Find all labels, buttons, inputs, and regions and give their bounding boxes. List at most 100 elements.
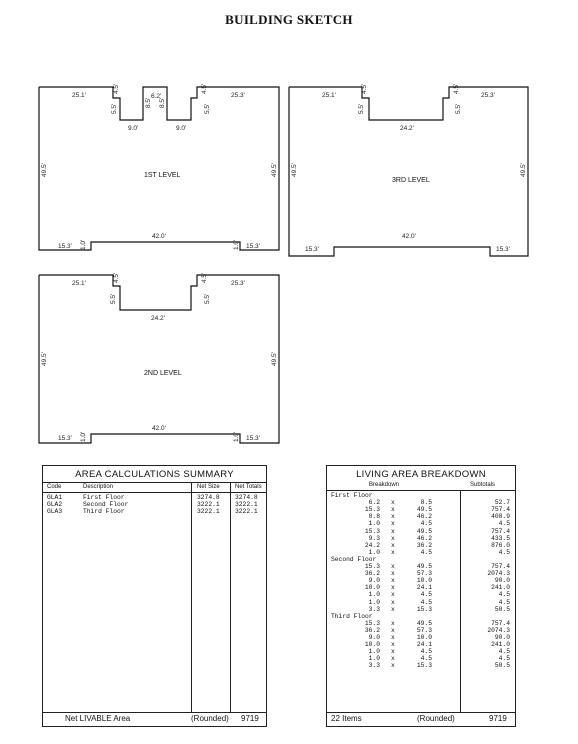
col-breakdown: Breakdown <box>369 482 400 488</box>
third-dim-step-right: 5.5' <box>455 104 462 114</box>
first-dim-bottom: 42.0' <box>152 233 166 240</box>
multiply-sign: x <box>391 506 395 514</box>
first-dim-step-width-right: 9.0' <box>176 125 186 132</box>
breakdown-dim-a: 15.3 <box>364 506 380 514</box>
breakdown-dim-a: 9.0 <box>368 634 380 641</box>
second-dim-top-left: 25.1' <box>72 280 86 287</box>
breakdown-subtotal: 408.9 <box>491 513 510 521</box>
multiply-sign: x <box>391 662 395 670</box>
second-dim-bottom-right: 15.3' <box>246 435 260 442</box>
first-dim-step-left: 5.5' <box>111 104 118 114</box>
breakdown-dim-a: 1.0 <box>368 598 380 606</box>
breakdown-dim-b: 36.2 <box>416 541 432 549</box>
area-row-net-total: 3222.1 <box>235 501 258 508</box>
multiply-sign: x <box>391 577 395 585</box>
first-dim-top-right: 25.3' <box>231 92 245 99</box>
third-dim-bottom-left: 15.3' <box>305 246 319 253</box>
third-dim-step-left: 5.5' <box>358 104 365 114</box>
second-dim-left: 49.5' <box>41 352 48 366</box>
breakdown-subtotal: 241.0 <box>491 641 510 649</box>
second-dim-step-right: 5.5' <box>204 294 211 304</box>
first-dim-bottom-left: 15.3' <box>58 243 72 250</box>
breakdown-subtotal: 757.4 <box>491 619 510 627</box>
second-dim-bottom-notch-right: 1.0' <box>233 432 240 442</box>
breakdown-dim-b: 4.5 <box>420 548 432 556</box>
breakdown-subtotal: 4.5 <box>498 648 510 656</box>
first-dim-top-left: 25.1' <box>72 92 86 99</box>
multiply-sign: x <box>391 648 395 656</box>
third-dim-center: 24.2' <box>400 125 414 132</box>
breakdown-subtotal: 90.0 <box>494 634 510 641</box>
breakdown-dim-b: 46.2 <box>416 513 432 521</box>
multiply-sign: x <box>391 534 395 542</box>
col-description: Description <box>83 484 114 490</box>
area-row-net-total: 3222.1 <box>235 508 258 515</box>
section-header: Second Floor <box>331 555 377 563</box>
multiply-sign: x <box>391 655 395 663</box>
first-dim-step-width-left: 9.0' <box>128 125 138 132</box>
first-dim-step-right: 5.5' <box>204 104 211 114</box>
second-dim-notch-left: 4.5' <box>113 273 120 283</box>
area-row-net-size: 3222.1 <box>197 508 220 515</box>
breakdown-dim-b: 4.5 <box>420 655 432 663</box>
breakdown-dim-b: 10.0 <box>416 577 432 585</box>
breakdown-dim-b: 57.3 <box>416 626 432 634</box>
breakdown-subtotal: 50.5 <box>494 605 510 613</box>
breakdown-dim-a: 36.2 <box>364 626 380 634</box>
breakdown-dim-a: 9.0 <box>368 577 380 585</box>
breakdown-dim-b: 49.5 <box>416 619 432 627</box>
area-rounded-label: (Rounded) <box>191 714 229 723</box>
breakdown-dim-b: 15.3 <box>416 605 432 613</box>
col-net-size: Net Size <box>197 484 220 490</box>
first-level-label: 1ST LEVEL <box>144 172 181 179</box>
third-dim-bottom-right: 15.3' <box>496 246 510 253</box>
breakdown-dim-a: 15.3 <box>364 563 380 570</box>
third-dim-top-right: 25.3' <box>481 92 495 99</box>
area-row-description: First Floor <box>83 494 125 501</box>
breakdown-dim-a: 8.8 <box>368 513 380 521</box>
multiply-sign: x <box>391 513 395 521</box>
breakdown-subtotal: 241.0 <box>491 584 510 592</box>
first-dim-center-top: 6.2' <box>151 93 161 100</box>
net-livable-value: 9719 <box>241 714 259 723</box>
breakdown-dim-a: 24.2 <box>364 541 380 549</box>
second-dim-right: 49.5' <box>271 352 278 366</box>
breakdown-dim-b: 10.0 <box>416 634 432 641</box>
second-dim-center: 24.2' <box>151 315 165 322</box>
col-code: Code <box>47 484 62 490</box>
third-dim-top-left: 25.1' <box>322 92 336 99</box>
breakdown-dim-b: 4.5 <box>420 591 432 599</box>
area-summary-title: AREA CALCULATIONS SUMMARY <box>75 469 234 480</box>
area-row-description: Third Floor <box>83 508 125 515</box>
area-row-net-total: 3274.8 <box>235 494 258 501</box>
col-net-totals: Net Totals <box>235 484 262 490</box>
breakdown-dim-a: 1.0 <box>368 655 380 663</box>
area-row-net-size: 3222.1 <box>197 501 220 508</box>
area-row-code: GLA1 <box>47 494 63 501</box>
items-count: 22 Items <box>331 714 362 723</box>
first-dim-notch-left: 4.5' <box>113 84 120 94</box>
breakdown-dim-a: 10.0 <box>364 641 380 649</box>
breakdown-subtotal: 433.5 <box>491 534 510 542</box>
breakdown-dim-b: 24.1 <box>416 584 432 592</box>
breakdown-dim-b: 4.5 <box>420 598 432 606</box>
third-dim-left: 49.5' <box>291 163 298 177</box>
breakdown-dim-a: 15.3 <box>364 527 380 535</box>
first-dim-notch-right: 4.5' <box>201 84 208 94</box>
breakdown-dim-b: 49.5 <box>416 527 432 535</box>
breakdown-dim-a: 3.3 <box>368 662 380 670</box>
breakdown-dim-a: 1.0 <box>368 520 380 528</box>
breakdown-dim-a: 10.0 <box>364 584 380 592</box>
area-row-net-size: 3274.8 <box>197 494 220 501</box>
area-row-code: GLA2 <box>47 501 63 508</box>
first-dim-right: 49.5' <box>271 163 278 177</box>
breakdown-dim-a: 3.3 <box>368 605 380 613</box>
first-dim-center-side-right: 8.5' <box>159 98 166 108</box>
col-subtotals: Subtotals <box>470 482 496 488</box>
third-level-label: 3RD LEVEL <box>392 177 430 184</box>
second-dim-step-left: 5.5' <box>110 294 117 304</box>
third-level-labels: 25.1' 25.3' 4.5' 4.5' 5.5' 5.5' 24.2' 49… <box>291 84 527 253</box>
breakdown-dim-b: 8.5 <box>420 499 432 507</box>
third-dim-right: 49.5' <box>520 163 527 177</box>
